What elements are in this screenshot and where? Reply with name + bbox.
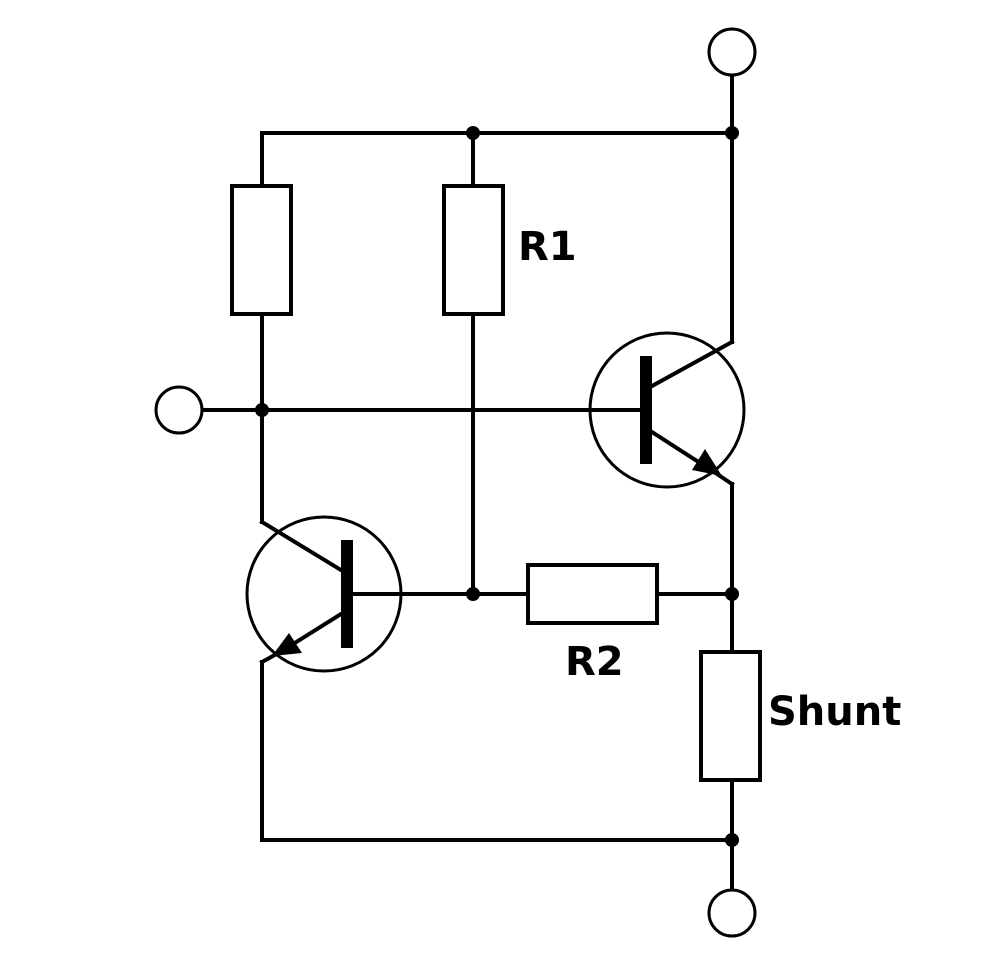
resistor-r1 — [442, 184, 505, 316]
junctions — [255, 126, 739, 847]
label-shunt: Shunt — [768, 689, 901, 735]
junction-top-right — [725, 126, 739, 140]
transistor-lower — [245, 515, 403, 673]
terminal-top — [707, 27, 757, 77]
transistor-upper-emitter-out — [711, 469, 735, 487]
transistor-lower-collector — [259, 519, 344, 573]
label-r2: R2 — [565, 639, 624, 685]
transistor-upper-collector — [649, 339, 735, 389]
transistor-upper-arrow — [692, 449, 722, 476]
wires — [203, 75, 734, 890]
resistor-left — [230, 184, 293, 316]
transistor-lower-circle — [245, 515, 403, 673]
transistor-upper — [588, 331, 746, 489]
terminal-left — [154, 385, 204, 435]
label-r1: R1 — [518, 224, 577, 270]
terminal-bottom — [707, 888, 757, 938]
junction-top-middle — [466, 126, 480, 140]
junction-bottom-right — [725, 833, 739, 847]
resistor-r2 — [526, 563, 659, 625]
junction-right-shunt — [725, 587, 739, 601]
transistor-lower-emitter-out — [259, 648, 285, 665]
transistor-upper-circle — [588, 331, 746, 489]
transistor-lower-base — [341, 540, 353, 648]
resistor-shunt — [699, 650, 762, 782]
junction-input — [255, 403, 269, 417]
junction-base-r2 — [466, 587, 480, 601]
transistor-upper-base — [640, 356, 652, 464]
